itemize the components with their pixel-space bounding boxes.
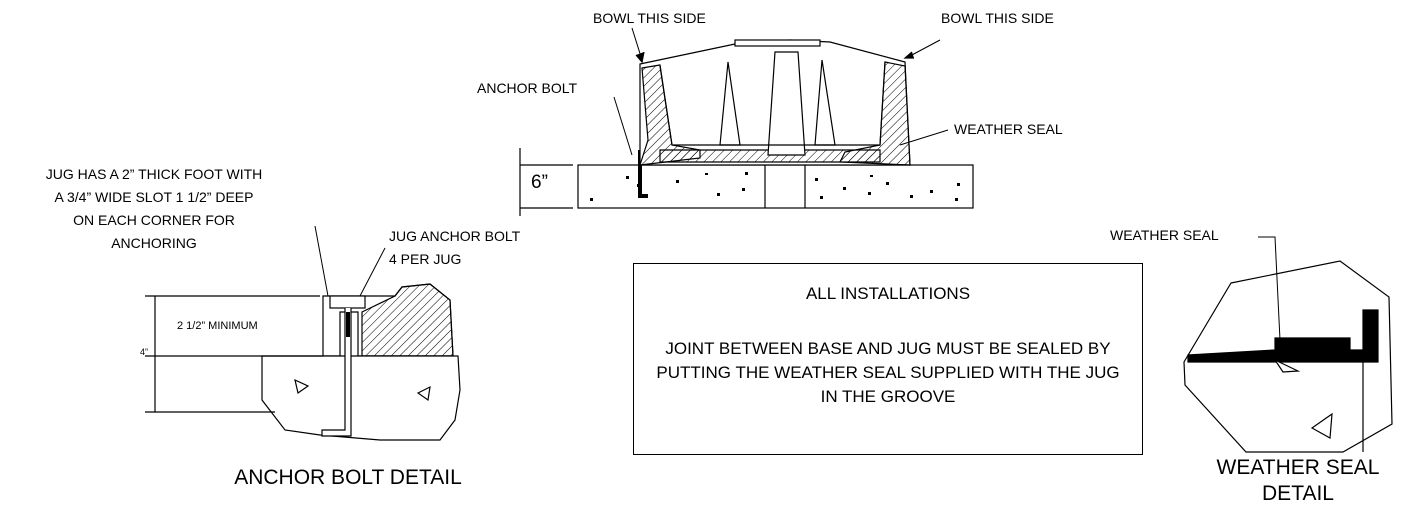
installation-note-box: ALL INSTALLATIONS JOINT BETWEEN BASE AND…	[633, 263, 1143, 455]
ground-fill	[261, 355, 461, 441]
weather-seal-detail-caption: WEATHER SEAL DETAIL	[1216, 456, 1380, 505]
leader-seal	[1258, 236, 1281, 341]
bowl-this-side-right-label: BOWL THIS SIDE	[941, 10, 1054, 26]
bowl-section-detail	[519, 27, 974, 216]
concrete-triangle	[416, 385, 431, 402]
concrete-triangle	[294, 378, 310, 395]
note-body: JOINT BETWEEN BASE AND JUG MUST BE SEALE…	[656, 339, 1120, 406]
note-title: ALL INSTALLATIONS	[805, 284, 971, 303]
anchor-bolt-detail-caption: ANCHOR BOLT DETAIL	[234, 466, 462, 489]
minimum-dimension-label: 2 1/2” MINIMUM	[177, 320, 258, 332]
jug-anchor-bolt-label: JUG ANCHOR BOLT 4 PER JUG	[389, 228, 521, 267]
anchor-bolt-detail	[145, 225, 461, 441]
concrete-aggregate	[590, 172, 960, 201]
concrete-triangle	[1273, 358, 1301, 373]
leader-bowl-right	[909, 39, 941, 57]
leader-weather-seal	[899, 129, 949, 146]
bowl-lid-cap	[734, 39, 821, 47]
weather-seal-label-detail: WEATHER SEAL	[1110, 227, 1219, 243]
weather-seal-bead	[1289, 341, 1331, 352]
base-thickness-dimension: 6”	[531, 172, 548, 193]
bowl-this-side-left-label: BOWL THIS SIDE	[593, 10, 706, 26]
depth-dimension-label: 4”	[140, 347, 149, 357]
jug-foot-note: JUG HAS A 2” THICK FOOT WITH A 3/4” WIDE…	[45, 166, 263, 251]
weather-seal-label-top: WEATHER SEAL	[954, 121, 1063, 137]
leader-anchor-bolt	[613, 96, 633, 156]
jug-hatch	[361, 283, 454, 357]
bowl-inner-post	[767, 51, 806, 156]
anchor-bolt-label: ANCHOR BOLT	[477, 80, 578, 96]
bowl-floor	[659, 149, 881, 163]
weather-seal-detail	[1183, 236, 1393, 453]
concrete-triangle	[1310, 412, 1333, 439]
bolt-nut	[329, 295, 366, 309]
concrete-base-slab	[577, 164, 974, 209]
